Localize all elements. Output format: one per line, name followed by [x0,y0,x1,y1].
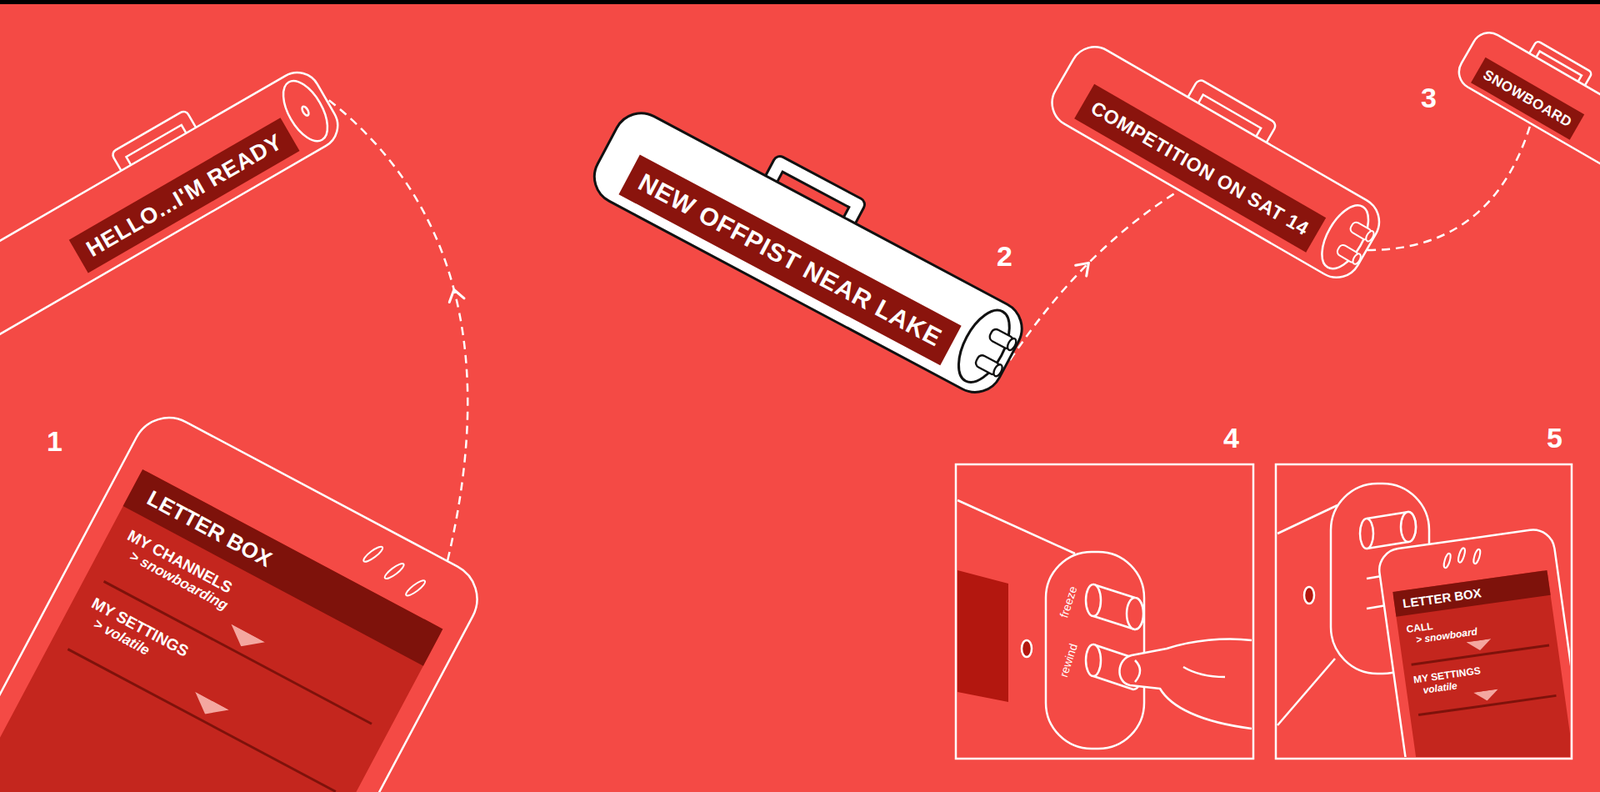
menu-arrow [1472,688,1499,702]
phone-screen [1392,570,1570,757]
case-label-band: HELLO...I'M READY [68,117,300,273]
callout-number: 1 [46,426,63,455]
case-label: HELLO...I'M READY [81,128,287,262]
callout-number: 5 [1546,423,1563,452]
speaker-slit [404,578,427,598]
case-label-band: COMPETITION ON SAT 14 [1074,84,1326,253]
connector-line [326,98,468,560]
phone: LETTER BOXCALL> snowboardMY SETTINGSvola… [1375,525,1570,757]
carry-case: SNOWBOARD [1450,9,1600,254]
menu-heading: MY SETTINGS [1404,653,1560,687]
menu-arrow-shape [224,624,265,655]
callout-number: 3 [1420,83,1437,112]
case-closeup [957,500,1252,749]
knob-end [1350,252,1362,265]
carry-case: HELLO...I'M READY [0,41,348,393]
fingernail [1135,660,1140,682]
phone-screen [0,469,443,792]
menu-arrow-shape [1472,688,1499,702]
case-outline [1450,9,1600,254]
case-slot [300,105,310,116]
case-edge [1277,505,1338,534]
menu-arrow [188,691,230,723]
case-body [1452,26,1600,253]
case-handle [1532,45,1587,85]
menu-arrow [1465,638,1492,652]
case-end-cap [948,302,1020,391]
case-handle [1192,86,1269,140]
carry-case: COMPETITION ON SAT 14 [1040,15,1401,288]
knob-end [1005,336,1018,351]
connector-line [1367,124,1531,250]
arrow-head [449,289,465,302]
phone-screen-content: LETTER BOXCALL> snowboardMY SETTINGSvola… [1392,570,1566,725]
hand [1119,638,1252,729]
knob-base [1085,644,1101,676]
speaker-slit [1442,552,1452,569]
arrow-head [1075,262,1090,276]
case-band [957,570,1009,702]
case-handle-inner [1532,45,1587,85]
phone-outline [0,403,492,792]
phone: LETTER BOXMY CHANNELS> snowboardingMY SE… [0,403,492,792]
speaker-slit [361,544,385,564]
dashed-connector [1367,124,1531,250]
knob-base [1085,584,1101,616]
panel-clip: LETTER BOXCALL> snowboardMY SETTINGSvola… [1277,465,1570,757]
knob-end [1400,511,1416,542]
case-end-cap [1312,197,1378,276]
dashed-connector [1010,190,1179,360]
case-end-cap [1045,551,1145,749]
case-outline [583,77,1047,404]
case-outline [1040,15,1401,288]
case-body [0,64,346,392]
menu-arrow-shape [188,691,230,723]
knob-end [991,363,1004,378]
phone-body [0,405,490,792]
speaker-slit [383,561,406,581]
case-label: COMPETITION ON SAT 14 [1086,95,1313,240]
knob-base [1360,518,1374,549]
finger-crease [1183,666,1225,677]
speaker-slit [1456,546,1466,563]
case-edge [1277,658,1335,725]
phone-outline [1375,525,1570,757]
case-body [585,103,1032,402]
knob-end [1364,229,1375,242]
case-body [1042,38,1388,287]
phone-body [1376,526,1570,757]
panel-frame [955,464,1254,759]
case-hole [1304,586,1315,604]
connector-line [1010,190,1179,360]
menu-arrow [224,624,265,655]
case-hole [1021,640,1032,657]
callout-number: 4 [1223,423,1240,452]
menu-arrow-shape [1465,638,1492,652]
knob-end [1126,597,1144,630]
top-bar [0,0,1600,5]
callout-number: 2 [996,241,1013,270]
carry-case: NEW OFFPIST NEAR LAKE [583,77,1047,404]
dashed-connector [326,98,468,560]
case-handle-inner [118,117,191,169]
case-handle-inner [1192,86,1269,140]
speaker-slit [1472,548,1482,565]
case-edge [957,500,1075,554]
case-handle [118,117,191,169]
